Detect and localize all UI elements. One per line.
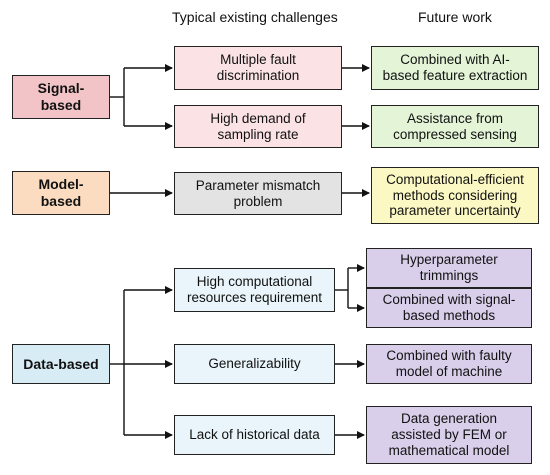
future-faulty-machine-model: Combined with faulty model of machine [366,344,532,384]
category-data-based: Data-based [12,344,110,384]
future-data-generation-fem: Data generation assisted by FEM or mathe… [366,406,532,464]
category-signal-based: Signal- based [12,75,110,119]
future-computational-efficient-methods: Computational-efficient methods consider… [371,167,539,224]
future-hyperparameter-trimmings: Hyperparameter trimmings [366,248,532,288]
future-combined-signal-methods: Combined with signal- based methods [366,288,532,328]
challenge-generalizability: Generalizability [174,344,335,384]
challenge-parameter-mismatch: Parameter mismatch problem [174,172,342,215]
header-challenges: Typical existing challenges [172,9,338,25]
challenge-computational-resources: High computational resources requirement [174,268,335,312]
future-compressed-sensing: Assistance from compressed sensing [371,105,539,148]
challenge-sampling-rate: High demand of sampling rate [174,105,342,148]
category-model-based: Model- based [12,171,110,215]
future-ai-feature-extraction: Combined with AI- based feature extracti… [371,46,539,90]
challenge-lack-of-historical-data: Lack of historical data [174,415,335,455]
challenge-multiple-fault-discrimination: Multiple fault discrimination [174,46,342,90]
header-future-work: Future work [418,9,492,25]
